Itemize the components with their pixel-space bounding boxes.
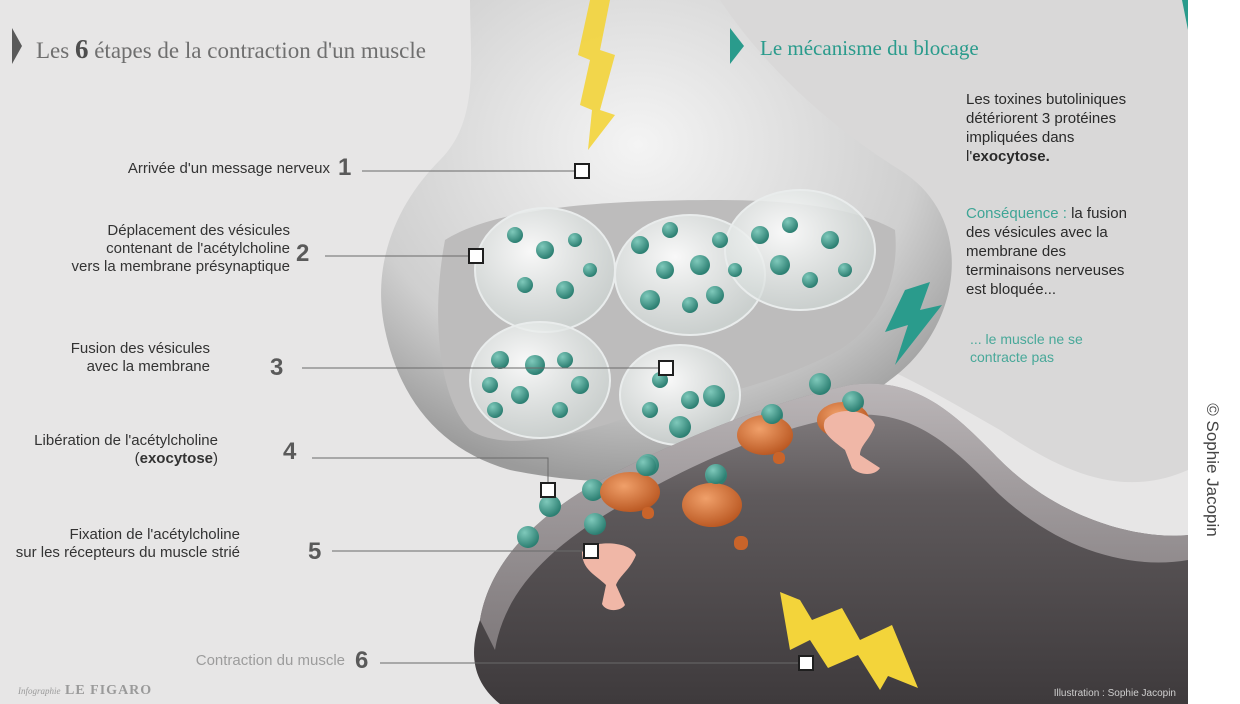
mechanism-consequence: Conséquence : la fusion des vésicules av… xyxy=(966,204,1127,299)
mechanism-result: ... le muscle ne se contracte pas xyxy=(970,330,1083,366)
main-title: Les 6 étapes de la contraction d'un musc… xyxy=(36,34,426,65)
step-4-number: 4 xyxy=(283,438,296,466)
step-marker-4 xyxy=(541,483,555,497)
step-6-number: 6 xyxy=(355,647,368,675)
photo-credit: © Sophie Jacopin xyxy=(1202,403,1222,537)
mechanism-intro: Les toxines butoliniques détériorent 3 p… xyxy=(966,90,1126,166)
step-4-bold: exocytose xyxy=(140,450,213,467)
step-3-number: 3 xyxy=(270,354,283,382)
step-2-label: Déplacement des vésicules contenant de l… xyxy=(72,222,290,276)
illustration-credit: Illustration : Sophie Jacopin xyxy=(1054,688,1176,699)
step-2-text-line-1: Déplacement des vésicules xyxy=(72,222,290,240)
step-marker-2 xyxy=(469,249,483,263)
step-5-number: 5 xyxy=(308,538,321,566)
title-suffix: étapes de la contraction d'un muscle xyxy=(94,38,426,63)
step-4-text-line-1: Libération de l'acétylcholine xyxy=(34,432,218,450)
step-4-label: Libération de l'acétylcholine (exocytose… xyxy=(34,432,218,468)
mechanism-title: Le mécanisme du blocage xyxy=(760,36,979,61)
step-marker-6 xyxy=(799,656,813,670)
step-4-text-line-2: (exocytose) xyxy=(34,450,218,468)
step-5-text-line-2: sur les récepteurs du muscle strié xyxy=(16,544,240,562)
step-3-text-line-1: Fusion des vésicules xyxy=(71,340,210,358)
title-arrow-icon xyxy=(12,28,22,64)
infographic: Les 6 étapes de la contraction d'un musc… xyxy=(0,0,1188,704)
title-number: 6 xyxy=(75,34,89,64)
step-6-text: Contraction du muscle xyxy=(196,652,345,670)
step-marker-1 xyxy=(575,164,589,178)
exocytose-bold: exocytose. xyxy=(972,148,1050,165)
vesicle xyxy=(725,190,875,310)
infographic-label: Infographie xyxy=(18,686,61,696)
newspaper-name: LE FIGARO xyxy=(65,683,152,698)
step-3-text-line-2: avec la membrane xyxy=(71,358,210,376)
step-1-label: Arrivée d'un message nerveux xyxy=(128,160,330,178)
step-2-text-line-2: contenant de l'acétylcholine xyxy=(72,240,290,258)
step-2-number: 2 xyxy=(296,240,309,268)
step-6-label: Contraction du muscle xyxy=(196,652,345,670)
step-marker-3 xyxy=(659,361,673,375)
consequence-label: Conséquence : xyxy=(966,205,1067,222)
figaro-credit: Infographie LE FIGARO xyxy=(18,683,152,699)
step-marker-5 xyxy=(584,544,598,558)
step-1-number: 1 xyxy=(338,154,351,182)
step-5-label: Fixation de l'acétylcholine sur les réce… xyxy=(16,526,240,562)
step-3-label: Fusion des vésicules avec la membrane xyxy=(71,340,210,376)
title-prefix: Les xyxy=(36,38,69,63)
step-1-text: Arrivée d'un message nerveux xyxy=(128,160,330,178)
step-5-text-line-1: Fixation de l'acétylcholine xyxy=(16,526,240,544)
step-2-text-line-3: vers la membrane présynaptique xyxy=(72,258,290,276)
